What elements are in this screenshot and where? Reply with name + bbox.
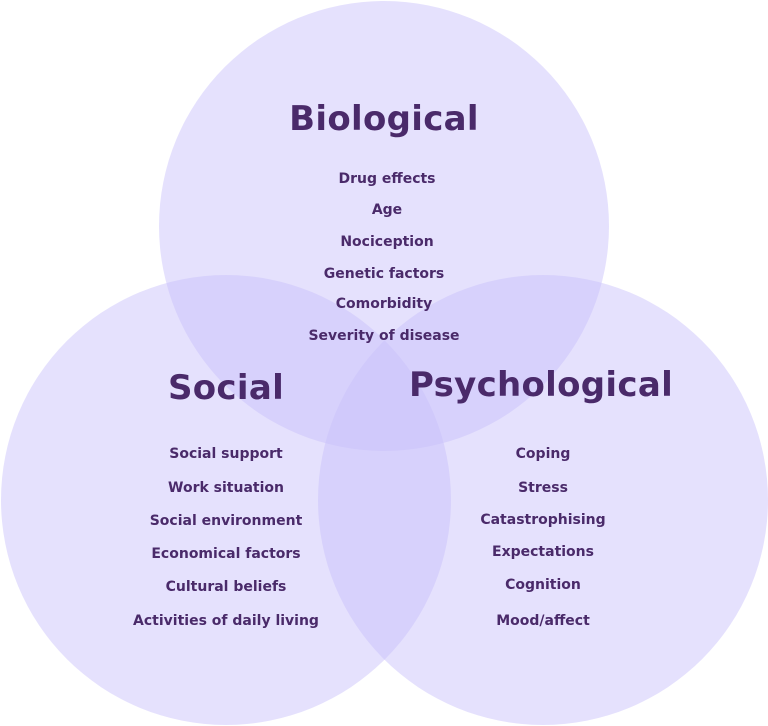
psychological-item: Stress: [518, 480, 568, 496]
social-circle: [1, 275, 451, 725]
biological-item: Drug effects: [338, 171, 436, 187]
psychological-item: Mood/affect: [496, 613, 590, 629]
social-title: Social: [167, 368, 285, 408]
social-item: Work situation: [168, 480, 284, 496]
biological-circle: [159, 1, 609, 451]
psychological-circle: [318, 275, 768, 725]
social-item: Social environment: [149, 513, 303, 529]
social-item: Economical factors: [151, 546, 301, 562]
psychological-item: Coping: [515, 446, 571, 462]
psychological-item: Catastrophising: [480, 512, 606, 528]
biological-item: Nociception: [340, 234, 434, 250]
biological-item: Age: [371, 202, 403, 218]
biological-item: Comorbidity: [335, 296, 433, 312]
psychological-item: Cognition: [505, 577, 581, 593]
social-item: Cultural beliefs: [165, 579, 287, 595]
psychological-title: Psychological: [408, 365, 674, 405]
psychological-item: Expectations: [492, 544, 594, 560]
social-item: Social support: [169, 446, 283, 462]
social-item: Activities of daily living: [133, 613, 319, 629]
biological-item: Genetic factors: [323, 266, 445, 282]
biological-title: Biological: [289, 99, 479, 139]
biological-item: Severity of disease: [308, 328, 460, 344]
